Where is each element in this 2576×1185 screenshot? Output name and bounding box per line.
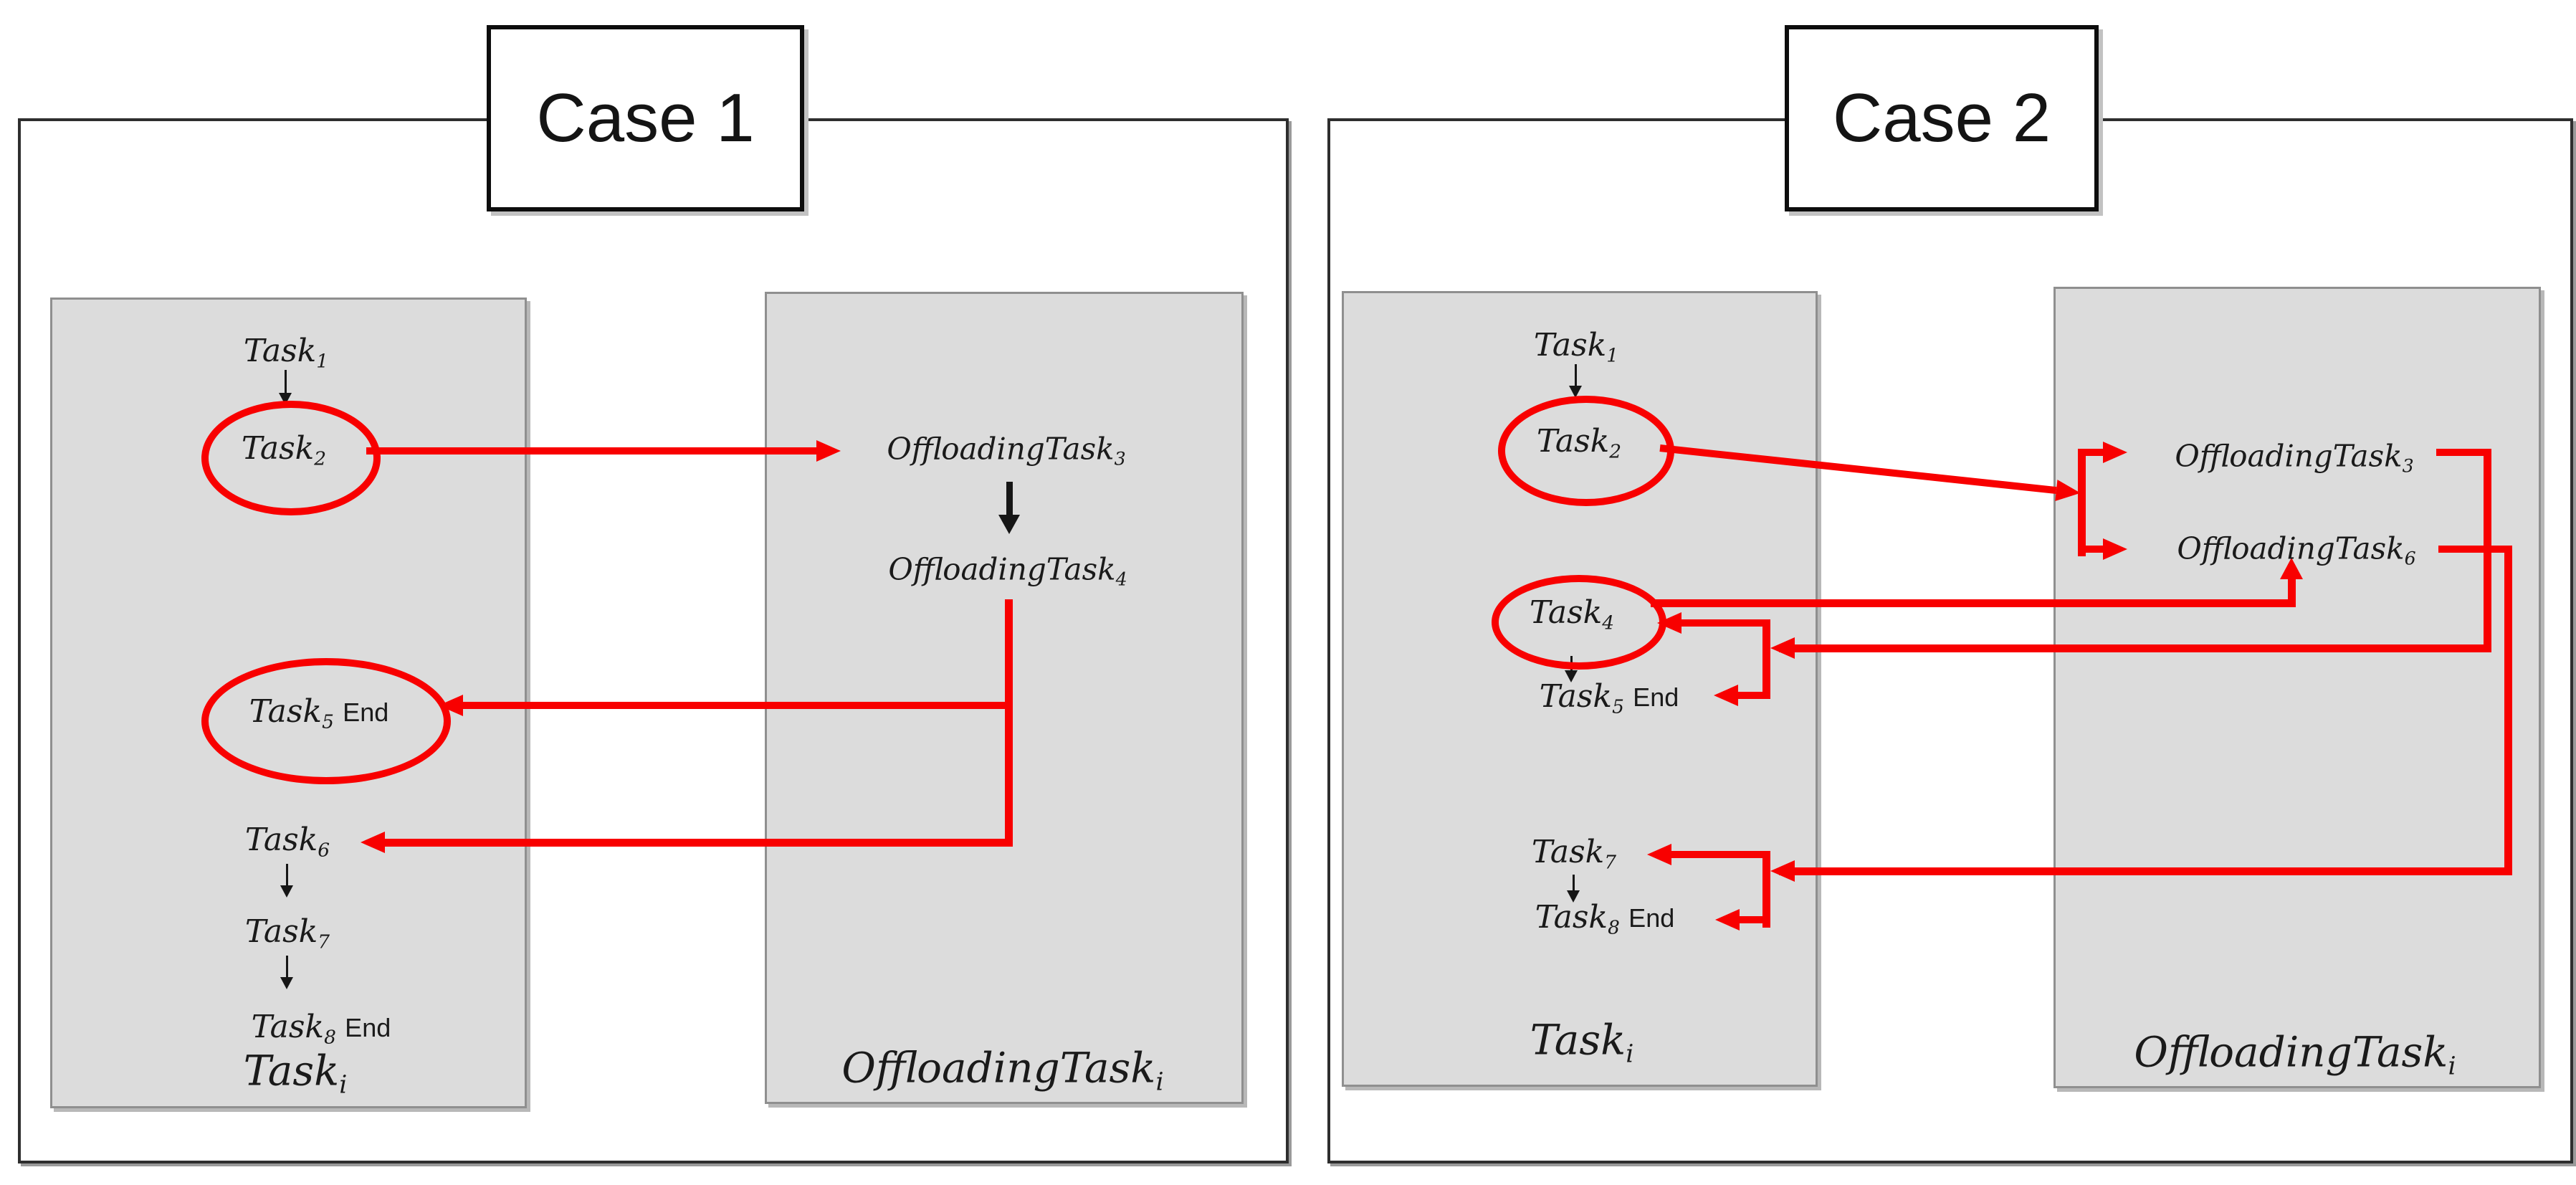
case2-arrowhead-down-icon [1567,890,1580,903]
case2-node-offloading-task6: OffloadingTask6 [2177,530,2416,569]
case2-arrowhead-left-icon [1770,637,1795,659]
case1-node-task7: Task7 [244,913,330,953]
case2-offload-panel [2053,287,2541,1088]
case2-edge-return-to-task5-arm [1738,692,1770,699]
case2-arrowhead-up-icon [2280,558,2303,579]
case2-edge-return-to-task4-arm [1681,619,1762,627]
case1-title: Case 1 [536,80,755,156]
case1-arrowhead-down-icon [998,515,1020,534]
case1-edge-offtask4-return-vertical [1005,599,1013,846]
case2-edge-offtask3-return-line [1779,644,2491,652]
case1-local-panel-label: Taski [243,1046,348,1100]
case1-arrow-task1-task2-shaft [285,370,287,394]
case2-arrowhead-left-icon [1770,860,1795,882]
case2-arrowhead-right-icon [2103,538,2127,560]
case2-arrow-task1-task2-shaft [1575,364,1577,387]
case1-edge-offtask4-to-task5-line [463,702,1013,709]
case2-split-bracket-vertical [2078,449,2086,556]
case2-offload-panel-label: OffloadingTaski [2134,1027,2456,1081]
case2-edge-return-to-task7-arm [1671,851,1762,858]
case1-arrow-offtask3-offtask4-shaft [1006,482,1013,516]
case2-junction-task4-task5-vertical [1762,619,1770,699]
case2-local-panel-label: Taski [1530,1015,1634,1069]
case1-node-task6: Task6 [244,822,330,862]
case1-highlight-ellipse-task5 [201,658,451,784]
case2-edge-task4-to-offtask6-line [1651,599,2296,607]
case1-edge-offtask4-to-task6-line [385,839,1013,847]
case2-arrowhead-left-icon [1647,844,1671,865]
case1-node-task2: Task2 [241,430,327,470]
case1-node-task1: Task1 [243,333,329,373]
case1-offload-panel-label: OffloadingTaski [841,1043,1164,1097]
case2-edge-offtask6-return-line [1779,867,2512,875]
case1-offload-panel [765,292,1244,1104]
case1-arrowhead-left-icon [361,832,385,853]
case1-arrowhead-left-icon [439,695,463,716]
case1-node-offloading-task4: OffloadingTask4 [888,551,1127,590]
case2-arrowhead-left-icon [1715,909,1740,931]
case2-edge-task4-to-offtask6-riser [2288,578,2296,607]
case2-arrowhead-left-icon [1714,685,1738,706]
case1-highlight-ellipse-task2 [201,401,381,515]
case2-node-task4: Task4 [1529,594,1615,634]
case1-edge-task2-to-offtask3-line [366,447,818,455]
case2-node-task7: Task7 [1531,834,1617,874]
case2-edge-split-to-offtask3-arm [2086,449,2103,456]
case2-node-task1: Task1 [1533,327,1619,367]
case1-arrow-task7-task8-shaft [286,956,288,979]
case2-arrowhead-down-icon [1565,670,1578,682]
case1-arrow-task6-task7-shaft [286,864,288,887]
case1-arrowhead-right-icon [816,440,841,462]
case1-node-offloading-task3: OffloadingTask3 [887,431,1126,470]
case2-edge-split-to-offtask6-arm [2086,546,2103,553]
case1-title-box: Case 1 [487,25,804,211]
case2-edge-return-to-task8-arm [1740,916,1770,923]
case2-edge-offtask3-exit-arm [2436,449,2491,456]
case2-arrow-task7-task8-shaft [1573,875,1575,892]
case2-edge-offtask6-exit-arm [2438,546,2512,553]
case2-arrowhead-left-icon [1657,612,1681,634]
case2-junction-task7-task8-vertical [1762,851,1770,928]
case2-node-offloading-task3: OffloadingTask3 [2175,438,2414,477]
case2-title-box: Case 2 [1785,25,2099,211]
case1-arrowhead-down-icon [280,977,293,989]
case2-highlight-ellipse-task2 [1498,396,1674,506]
case1-arrowhead-down-icon [280,885,293,898]
case2-node-task2: Task2 [1536,423,1622,463]
case2-edge-offtask6-return-vertical [2504,546,2512,875]
case2-arrowhead-right-icon [2103,442,2127,463]
case2-title: Case 2 [1832,80,2051,156]
case2-arrowhead-down-icon [1569,386,1582,398]
